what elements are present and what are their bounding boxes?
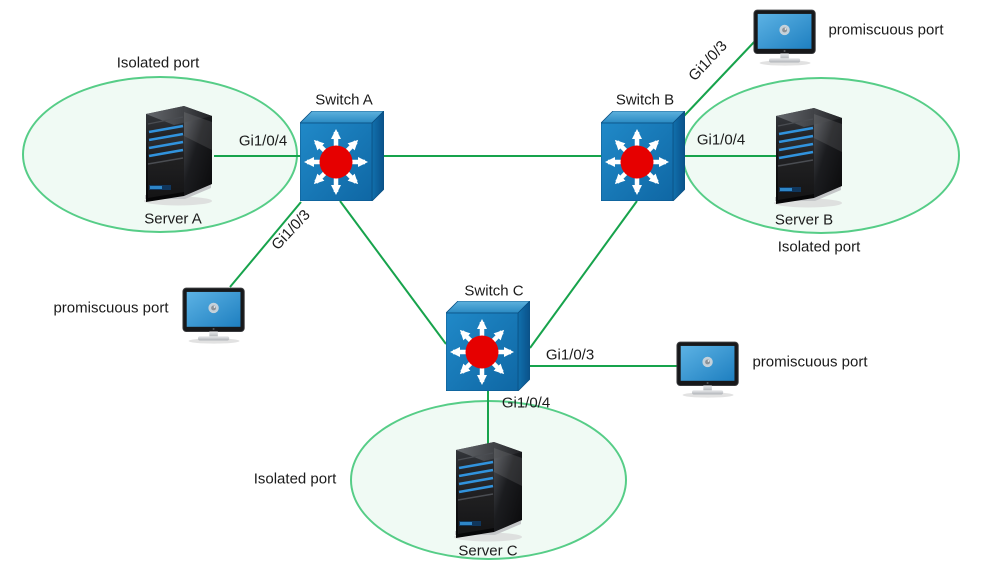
- server-b-label: Server B: [774, 211, 834, 229]
- pc-left-label: promiscuous port: [53, 299, 169, 317]
- link-switchb-pctop: [683, 39, 757, 117]
- switch-a-icon: [300, 111, 384, 201]
- server-a-icon: [140, 102, 216, 206]
- server-b-icon: [770, 104, 846, 208]
- link-switcha-switchc: [339, 200, 447, 345]
- port-label-c-gi103: Gi1/0/3: [545, 346, 595, 364]
- switch-c-label: Switch C: [464, 282, 524, 300]
- pc-right-icon: [676, 341, 742, 398]
- server-c-label: Server C: [458, 542, 518, 560]
- link-switcha-pcleft: [229, 201, 302, 288]
- port-label-a-gi104: Gi1/0/4: [238, 132, 288, 150]
- pc-left-icon: [182, 287, 248, 344]
- switch-a-label: Switch A: [315, 91, 373, 109]
- pc-top-icon: [753, 9, 819, 66]
- isolated-zone-c-label: Isolated port: [253, 470, 337, 488]
- link-switchb-switchc: [529, 200, 638, 349]
- server-c-icon: [450, 438, 526, 542]
- switch-b-label: Switch B: [615, 91, 675, 109]
- pc-right-label: promiscuous port: [752, 353, 868, 371]
- pc-top-label: promiscuous port: [828, 21, 944, 39]
- switch-b-icon: [601, 111, 685, 201]
- port-label-c-gi104: Gi1/0/4: [501, 394, 551, 412]
- server-a-label: Server A: [144, 210, 202, 228]
- isolated-zone-a-label: Isolated port: [116, 54, 200, 72]
- port-label-b-gi104: Gi1/0/4: [696, 131, 746, 149]
- switch-c-icon: [446, 301, 530, 391]
- isolated-zone-b-label: Isolated port: [777, 238, 861, 256]
